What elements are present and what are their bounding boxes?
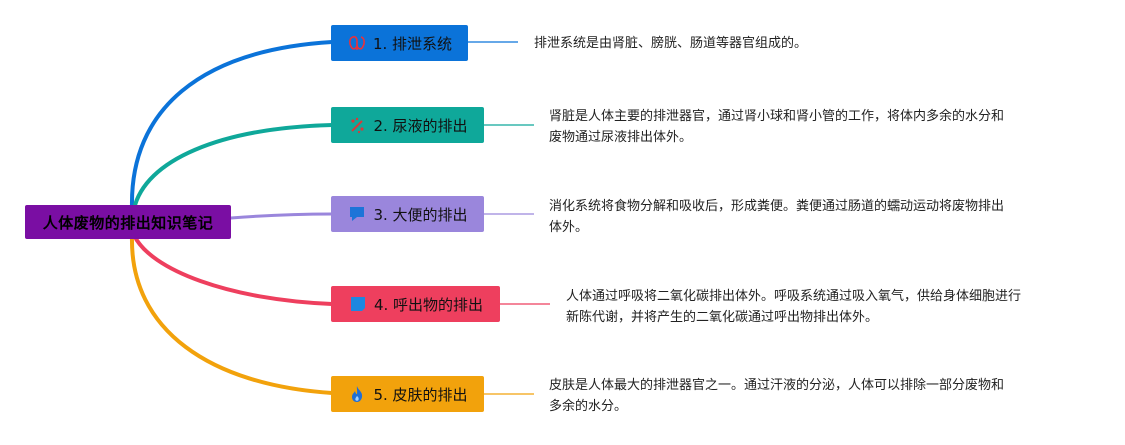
connector-branch-4 <box>132 233 334 306</box>
branch-label-3: 3. 大便的排出 <box>373 205 468 224</box>
droplets-icon <box>347 115 367 135</box>
branch-label-1: 1. 排泄系统 <box>372 34 453 53</box>
connector-branch-5 <box>129 235 334 395</box>
branch-topic-1[interactable]: 1. 排泄系统 <box>331 25 468 61</box>
note-4: 人体通过呼吸将二氧化碳排出体外。呼吸系统通过吸入氧气，供给身体细胞进行 新陈代谢… <box>566 286 1021 328</box>
note-3: 消化系统将食物分解和吸收后，形成粪便。粪便通过肠道的蠕动运动将废物排出 体外。 <box>549 196 1004 238</box>
flag-icon <box>347 204 367 224</box>
note-2-line-2: 废物通过尿液排出体外。 <box>549 130 693 145</box>
root-topic[interactable]: 人体废物的排出知识笔记 <box>25 205 231 239</box>
note-5-line-2: 多余的水分。 <box>549 399 628 414</box>
note-2: 肾脏是人体主要的排泄器官，通过肾小球和肾小管的工作，将体内多余的水分和 废物通过… <box>549 106 1004 148</box>
branch-topic-3[interactable]: 3. 大便的排出 <box>331 196 484 232</box>
note-3-line-1: 消化系统将食物分解和吸收后，形成粪便。粪便通过肠道的蠕动运动将废物排出 <box>549 199 1005 214</box>
branch-label-5: 5. 皮肤的排出 <box>373 385 468 404</box>
branch-topic-2[interactable]: 2. 尿液的排出 <box>331 107 484 143</box>
kidney-icon <box>347 33 367 53</box>
branch-label-2: 2. 尿液的排出 <box>373 116 468 135</box>
note-5: 皮肤是人体最大的排泄器官之一。通过汗液的分泌，人体可以排除一部分废物和 多余的水… <box>549 375 1004 417</box>
square-icon <box>348 294 368 314</box>
connector-branch-2 <box>132 123 334 211</box>
branch-label-4: 4. 呼出物的排出 <box>373 295 484 314</box>
note-3-line-2: 体外。 <box>549 220 589 235</box>
connector-branch-3 <box>229 212 334 220</box>
note-4-line-2: 新陈代谢，并将产生的二氧化碳通过呼出物排出体外。 <box>566 310 879 325</box>
note-5-line-1: 皮肤是人体最大的排泄器官之一。通过汗液的分泌，人体可以排除一部分废物和 <box>549 378 1005 393</box>
connector-branch-1 <box>129 40 334 209</box>
note-2-line-1: 肾脏是人体主要的排泄器官，通过肾小球和肾小管的工作，将体内多余的水分和 <box>549 109 1005 124</box>
flame-icon <box>347 384 367 404</box>
note-1-line-1: 排泄系统是由肾脏、膀胱、肠道等器官组成的。 <box>534 36 808 51</box>
note-1: 排泄系统是由肾脏、膀胱、肠道等器官组成的。 <box>534 33 807 54</box>
branch-topic-4[interactable]: 4. 呼出物的排出 <box>331 286 500 322</box>
note-4-line-1: 人体通过呼吸将二氧化碳排出体外。呼吸系统通过吸入氧气，供给身体细胞进行 <box>566 289 1022 304</box>
branch-topic-5[interactable]: 5. 皮肤的排出 <box>331 376 484 412</box>
